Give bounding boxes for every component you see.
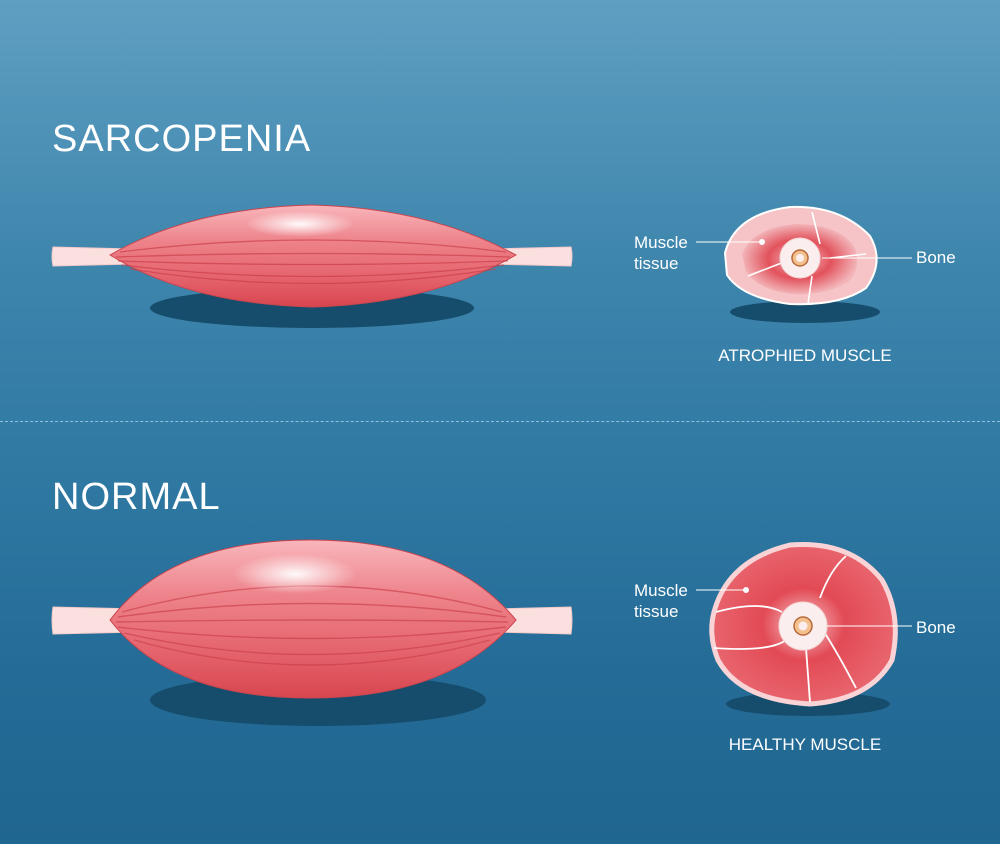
atrophied-muscle-tissue-label: Muscle tissue bbox=[634, 232, 688, 274]
healthy-leader-lines bbox=[696, 587, 912, 627]
atrophied-cross-shadow bbox=[730, 301, 880, 323]
healthy-muscle-belly bbox=[109, 539, 517, 699]
healthy-muscle-long bbox=[51, 539, 573, 726]
healthy-muscle-caption: HEALTHY MUSCLE bbox=[728, 735, 882, 754]
healthy-muscle-label-line1: Muscle bbox=[634, 581, 688, 600]
healthy-tendon-right bbox=[491, 606, 573, 635]
atrophied-cross-section bbox=[723, 205, 880, 323]
healthy-muscle-label-line2: tissue bbox=[634, 602, 679, 621]
healthy-bone-label: Bone bbox=[916, 618, 956, 637]
atrophied-muscle-long bbox=[51, 204, 573, 328]
atrophied-muscle-label-line2: tissue bbox=[634, 254, 679, 273]
atrophied-tendon-left bbox=[51, 246, 136, 267]
normal-title: NORMAL bbox=[52, 476, 221, 518]
atrophied-leader-lines bbox=[696, 239, 912, 259]
atrophied-muscle-caption: ATROPHIED MUSCLE bbox=[718, 346, 892, 365]
healthy-cross-section bbox=[709, 541, 898, 716]
atrophied-bone-label: Bone bbox=[916, 248, 956, 267]
healthy-muscle-tissue-label: Muscle tissue bbox=[634, 580, 688, 622]
atrophied-muscle-belly bbox=[109, 204, 518, 308]
section-divider bbox=[0, 421, 1000, 422]
atrophied-muscle-label-line1: Muscle bbox=[634, 233, 688, 252]
sarcopenia-title: SARCOPENIA bbox=[52, 118, 312, 160]
